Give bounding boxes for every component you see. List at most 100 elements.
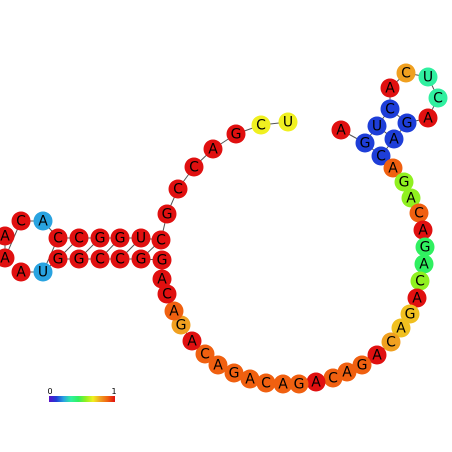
- nucleotide-letter: C: [156, 233, 166, 249]
- nucleotide-letter: G: [136, 252, 147, 268]
- nucleotide-letter: G: [294, 377, 305, 393]
- nucleotide-circle: [157, 284, 177, 304]
- nucleotide-letter: G: [405, 307, 416, 323]
- nucleotide-circle: [0, 226, 15, 246]
- nucleotide: A: [384, 129, 404, 149]
- nucleotide: G: [110, 228, 130, 248]
- nucleotide-circle: [384, 129, 404, 149]
- nucleotide-circle: [418, 67, 438, 87]
- nucleotide-letter: A: [412, 291, 422, 307]
- nucleotide-circle: [394, 172, 414, 192]
- nucleotide: A: [11, 262, 31, 282]
- nucleotide-circle: [371, 146, 391, 166]
- nucleotide-circle: [409, 203, 429, 223]
- nucleotide: C: [184, 157, 204, 177]
- nucleotide-circle: [367, 345, 387, 365]
- nucleotide-circle: [401, 188, 421, 208]
- color-scale-bar: [49, 396, 115, 402]
- nucleotide-circle: [331, 120, 351, 140]
- nucleotide: C: [428, 88, 448, 108]
- nucleotide-letter: A: [278, 377, 288, 393]
- nucleotide-circle: [131, 228, 151, 248]
- nucleotide: G: [415, 237, 435, 257]
- nucleotide-circle: [391, 318, 411, 338]
- nucleotide: A: [418, 108, 438, 128]
- nucleotide-letter: G: [420, 240, 431, 256]
- nucleotide-letter: G: [399, 175, 410, 191]
- nucleotide-circle: [273, 374, 293, 394]
- nucleotide-letter: C: [74, 231, 84, 247]
- nucleotide: A: [380, 78, 400, 98]
- nucleotide: C: [151, 230, 171, 250]
- nucleotide-circle: [381, 332, 401, 352]
- nucleotide: G: [289, 374, 309, 394]
- nucleotide-circle: [224, 363, 244, 383]
- nucleotide-letter: A: [157, 272, 167, 288]
- nucleotide-letter: A: [388, 161, 398, 177]
- nucleotide-letter: C: [115, 252, 125, 268]
- nucleotide-circle: [410, 271, 430, 291]
- nucleotide: C: [195, 344, 215, 364]
- nucleotide: U: [33, 262, 53, 282]
- nucleotide-circle: [407, 288, 427, 308]
- nucleotide: C: [409, 203, 429, 223]
- nucleotide-letter: C: [415, 274, 425, 290]
- nucleotide-circle: [11, 262, 31, 282]
- nucleotide-letter: U: [423, 70, 433, 86]
- nucleotide-circle: [171, 315, 191, 335]
- nucleotide: A: [401, 188, 421, 208]
- nucleotide: A: [164, 301, 184, 321]
- nucleotide-circle: [289, 374, 309, 394]
- nucleotide: A: [208, 355, 228, 375]
- nucleotide-circle: [48, 249, 68, 269]
- nucleotide-circle: [413, 220, 433, 240]
- nucleotide: G: [69, 249, 89, 269]
- nucleotide-letter: A: [38, 214, 48, 230]
- nucleotide-letter: G: [162, 207, 173, 223]
- nucleotide-letter: A: [406, 191, 416, 207]
- nucleotide-letter: G: [402, 116, 413, 132]
- nucleotide: A: [383, 158, 403, 178]
- nucleotide-letter: A: [169, 304, 179, 320]
- nucleotide-letter: A: [208, 142, 218, 158]
- nucleotide: G: [90, 228, 110, 248]
- nucleotide-letter: A: [342, 365, 352, 381]
- nucleotide: A: [203, 139, 223, 159]
- nucleotide-circle: [182, 331, 202, 351]
- nucleotide-letter: A: [0, 251, 10, 267]
- nucleotide-letter: A: [16, 265, 26, 281]
- nucleotide-circle: [380, 99, 400, 119]
- scale-max-label: 1: [111, 387, 116, 396]
- nucleotide-letter: A: [0, 229, 10, 245]
- nucleotide-circle: [278, 112, 298, 132]
- nucleotide-circle: [396, 63, 416, 83]
- nucleotide-letter: G: [53, 252, 64, 268]
- nucleotide-letter: G: [229, 366, 240, 382]
- nucleotide-letter: C: [433, 91, 443, 107]
- nucleotide-letter: C: [162, 287, 172, 303]
- nucleotide-circle: [208, 355, 228, 375]
- nucleotide-letter: C: [95, 252, 105, 268]
- nucleotide-letter: A: [372, 348, 382, 364]
- nucleotide-letter: A: [418, 223, 428, 239]
- nucleotide: A: [182, 331, 202, 351]
- nucleotide-letter: U: [372, 119, 382, 135]
- nucleotide: A: [391, 318, 411, 338]
- nucleotide: A: [0, 226, 15, 246]
- nucleotide: G: [157, 204, 177, 224]
- nucleotide-letter: G: [360, 136, 371, 152]
- nucleotide-letter: C: [261, 376, 271, 392]
- nucleotide-circle: [367, 116, 387, 136]
- nucleotide: C: [251, 115, 271, 135]
- nucleotide: G: [48, 249, 68, 269]
- nucleotide-circle: [157, 204, 177, 224]
- nucleotide-circle: [110, 249, 130, 269]
- nucleotide: C: [11, 211, 31, 231]
- nucleotide-circle: [418, 108, 438, 128]
- nucleotide: A: [306, 372, 326, 392]
- nucleotide-letter: A: [187, 334, 197, 350]
- nucleotide-circle: [151, 230, 171, 250]
- nucleotide: C: [90, 249, 110, 269]
- nucleotide: U: [131, 228, 151, 248]
- nucleotide-letter: A: [336, 123, 346, 139]
